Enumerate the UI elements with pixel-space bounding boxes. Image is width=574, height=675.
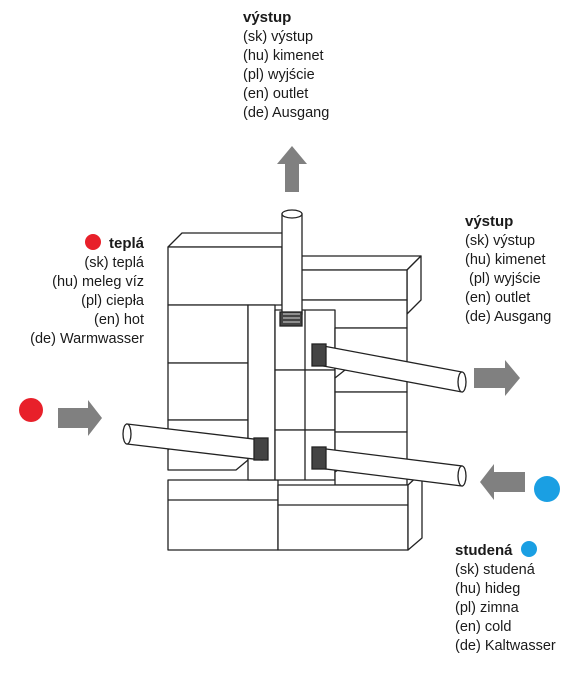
outlet-top-line-de: (de) Ausgang [243,105,330,121]
cold-title: studená [455,542,513,559]
pipe-right-outlet [311,343,467,393]
hot-line-de: (de) Warmwasser [30,331,144,347]
cold-line-en: (en) cold [455,619,512,635]
pipe-cold-inlet [311,446,467,487]
outlet-top-label: výstup (sk) výstup (hu) kimenet (pl) wyj… [243,8,329,123]
cold-label: studená (sk) studená (hu) hideg (pl) zim… [455,541,556,656]
outlet-right-line-de: (de) Ausgang [465,309,552,325]
hot-line-hu: (hu) meleg víz [52,274,144,290]
arrow-up-icon [277,146,307,192]
pipes [122,209,467,487]
outlet-right-title: výstup [465,213,514,230]
outlet-right-line-en: (en) outlet [465,290,531,306]
outlet-top-title: výstup [243,9,292,26]
cold-line-sk: (sk) studená [455,562,535,578]
cold-title-row: studená [455,541,556,561]
outlet-right-line-sk: (sk) výstup [465,233,536,249]
cold-dot-icon [534,476,560,502]
outlet-right-line-hu: (hu) kimenet [465,252,546,268]
flow-arrows [58,146,525,500]
outlet-top-line-sk: (sk) výstup [243,29,314,45]
hot-line-sk: (sk) teplá [84,255,144,271]
hot-line-en: (en) hot [94,312,144,328]
hot-title: teplá [108,235,144,252]
outlet-right-label: výstup (sk) výstup (hu) kimenet (pl) wyj… [465,212,551,327]
pipe-hot-inlet [122,423,269,461]
arrow-right-outlet-icon [474,360,520,396]
block-top-left [167,232,297,306]
cold-line-pl: (pl) zimna [455,600,519,616]
cold-line-de: (de) Kaltwasser [455,638,556,654]
arrow-right-hot-icon [58,400,102,436]
outlet-right-line-pl: (pl) wyjście [465,271,541,287]
cold-title-dot-icon [520,541,537,557]
hot-dot-icon [19,398,43,422]
outlet-top-line-pl: (pl) wyjście [243,67,315,83]
arrow-left-cold-icon [480,464,525,500]
cold-line-hu: (hu) hideg [455,581,521,597]
hot-title-row: teplá [0,234,144,254]
hot-line-pl: (pl) ciepła [81,293,144,309]
hot-title-dot-icon [84,234,101,250]
block-top-right [284,255,422,329]
outlet-top-line-en: (en) outlet [243,86,309,102]
pipe-top-outlet [279,209,303,327]
hot-label: teplá (sk) teplá (hu) meleg víz (pl) cie… [0,234,144,349]
outlet-top-line-hu: (hu) kimenet [243,48,324,64]
